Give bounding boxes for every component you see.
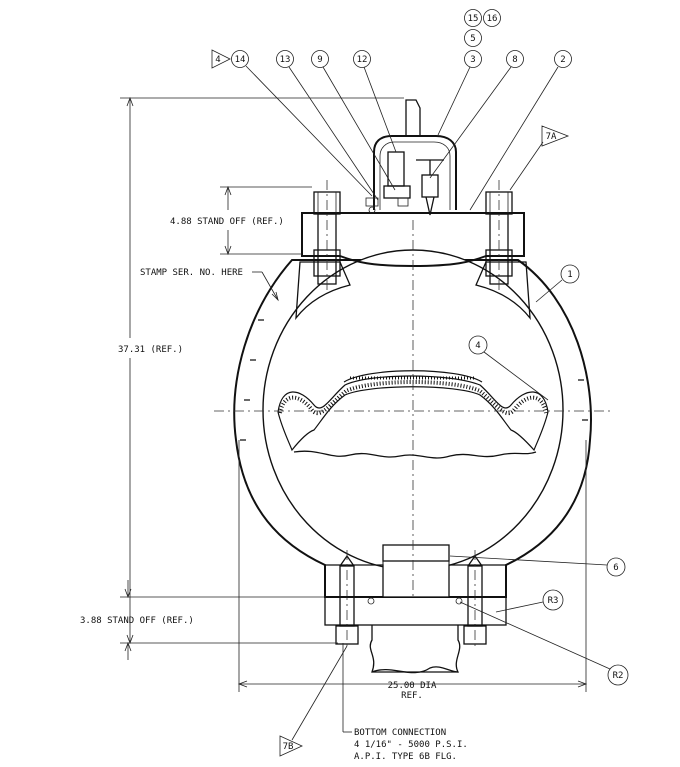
svg-text:2: 2 bbox=[560, 55, 565, 65]
diameter-label-line2: REF. bbox=[401, 691, 423, 701]
top-stud-right bbox=[485, 180, 513, 290]
top-standoff-label: 4.88 STAND OFF (REF.) bbox=[170, 217, 284, 227]
flag-4: 4 bbox=[211, 49, 231, 69]
svg-text:7A: 7A bbox=[546, 132, 557, 142]
dim-diameter: 25.00 DIA REF. bbox=[237, 440, 588, 701]
svg-text:13: 13 bbox=[280, 55, 291, 65]
overall-height-label: 37.31 (REF.) bbox=[118, 345, 183, 355]
shell-stamp-marks bbox=[240, 319, 588, 441]
svg-text:16: 16 bbox=[487, 14, 498, 24]
dim-overall-height: 37.31 (REF.) bbox=[118, 96, 404, 645]
balloon-6: 6 bbox=[449, 555, 626, 577]
bottom-note-line1: BOTTOM CONNECTION bbox=[354, 728, 446, 738]
svg-text:15: 15 bbox=[468, 14, 479, 24]
top-stud-left bbox=[313, 180, 341, 290]
svg-text:14: 14 bbox=[235, 55, 246, 65]
svg-text:6: 6 bbox=[613, 563, 618, 573]
svg-text:3: 3 bbox=[470, 55, 475, 65]
svg-text:R3: R3 bbox=[548, 596, 559, 606]
svg-text:4: 4 bbox=[215, 55, 220, 65]
balloon-4: 4 bbox=[468, 335, 549, 401]
fluid-level bbox=[293, 450, 537, 459]
flag-7b: 7B bbox=[279, 645, 348, 757]
svg-text:12: 12 bbox=[357, 55, 368, 65]
dim-top-standoff: 4.88 STAND OFF (REF.) bbox=[170, 185, 312, 256]
diameter-label-line1: 25.00 DIA bbox=[388, 681, 437, 691]
balloon-r2: R2 bbox=[459, 601, 629, 686]
balloon-9: 9 bbox=[311, 50, 396, 191]
svg-text:4: 4 bbox=[475, 341, 480, 351]
stamp-note: STAMP SER. NO. HERE bbox=[140, 268, 279, 302]
flag-7a: 7A bbox=[509, 125, 570, 191]
balloon-2: 2 bbox=[469, 50, 572, 211]
bottom-note-line2: 4 1/16" - 5000 P.S.I. bbox=[354, 740, 468, 750]
balloon-12: 12 bbox=[353, 50, 397, 153]
top-shoulders bbox=[295, 261, 531, 321]
balloon-3: 3 bbox=[437, 50, 482, 136]
svg-text:9: 9 bbox=[317, 55, 322, 65]
balloon-15: 15 bbox=[464, 9, 482, 27]
dim-bottom-standoff: 3.88 STAND OFF (REF.) bbox=[80, 580, 325, 660]
bottom-connection-note: BOTTOM CONNECTION 4 1/16" - 5000 P.S.I. … bbox=[342, 643, 468, 762]
svg-text:R2: R2 bbox=[613, 671, 624, 681]
balloon-5: 5 bbox=[464, 29, 482, 47]
bottom-standoff-label: 3.88 STAND OFF (REF.) bbox=[80, 616, 194, 626]
bottom-flange bbox=[324, 544, 507, 674]
balloon-r3: R3 bbox=[495, 589, 564, 613]
stamp-note-text: STAMP SER. NO. HERE bbox=[140, 268, 243, 278]
bottom-note-line3: A.P.I. TYPE 6B FLG. bbox=[354, 752, 457, 762]
balloon-16: 16 bbox=[483, 9, 501, 27]
svg-text:7B: 7B bbox=[283, 742, 294, 752]
balloon-14: 14 bbox=[231, 50, 373, 197]
svg-text:5: 5 bbox=[470, 34, 475, 44]
svg-text:1: 1 bbox=[567, 270, 572, 280]
balloon-8: 8 bbox=[429, 50, 524, 179]
balloon-1: 1 bbox=[535, 264, 580, 303]
svg-text:8: 8 bbox=[512, 55, 517, 65]
balloon-13: 13 bbox=[276, 50, 379, 201]
top-housing bbox=[365, 99, 457, 216]
